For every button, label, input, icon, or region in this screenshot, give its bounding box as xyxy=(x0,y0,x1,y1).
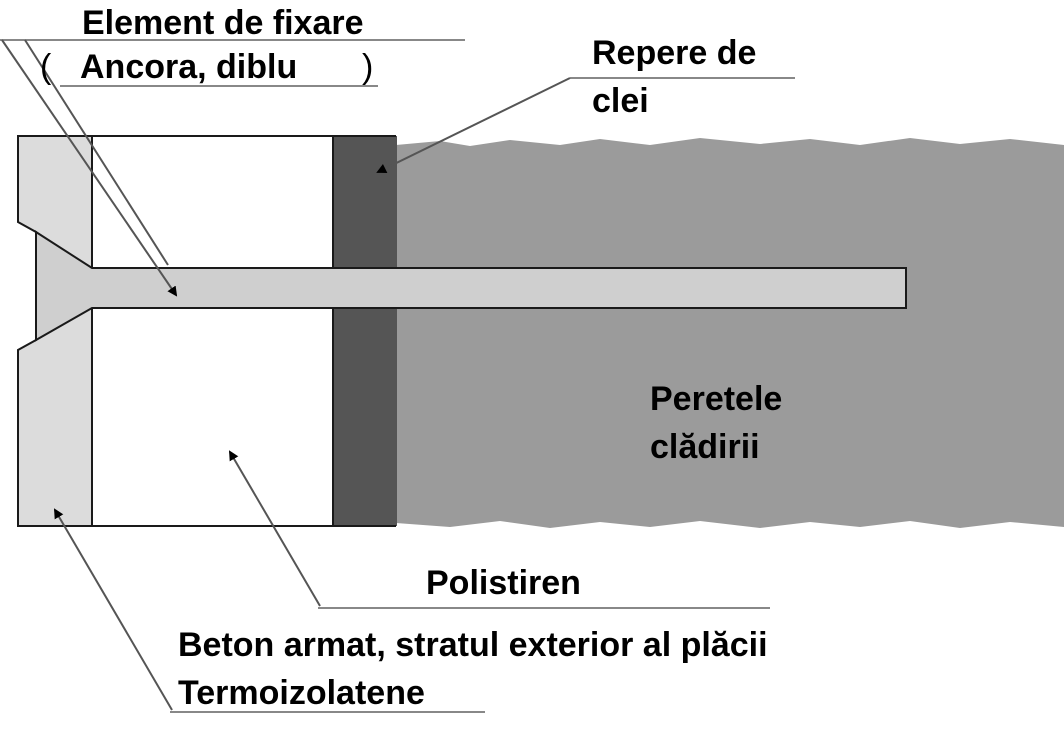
label-fixing-element-detail: Ancora, diblu xyxy=(80,48,297,86)
anchor-dowel xyxy=(35,230,907,342)
polystyrene-layer xyxy=(91,135,334,527)
concrete-layer xyxy=(17,135,93,527)
label-paren-open: ( xyxy=(40,48,52,86)
label-building-wall-line1: Peretele xyxy=(650,380,782,418)
building-wall xyxy=(396,138,1064,528)
leader-glue-marks-arrow xyxy=(376,77,571,173)
label-concrete-line1: Beton armat, stratul exterior al plăcii xyxy=(178,626,768,664)
leader-polystyrene-arrow xyxy=(228,450,321,607)
adhesive-layer xyxy=(333,136,397,526)
label-building-wall-line2: clădirii xyxy=(650,428,760,466)
label-glue-marks-line1: Repere de xyxy=(592,34,756,72)
label-fixing-element: Element de fixare xyxy=(82,4,364,42)
leader-concrete-arrow xyxy=(53,508,173,711)
label-concrete-line2: Termoizolatene xyxy=(178,674,425,712)
label-polystyrene: Polistiren xyxy=(426,564,581,602)
label-glue-marks-line2: clei xyxy=(592,82,649,120)
label-paren-close: ) xyxy=(362,48,373,86)
leader-fixing-element-secondary xyxy=(24,39,169,266)
leader-fixing-element-arrow xyxy=(1,39,178,297)
